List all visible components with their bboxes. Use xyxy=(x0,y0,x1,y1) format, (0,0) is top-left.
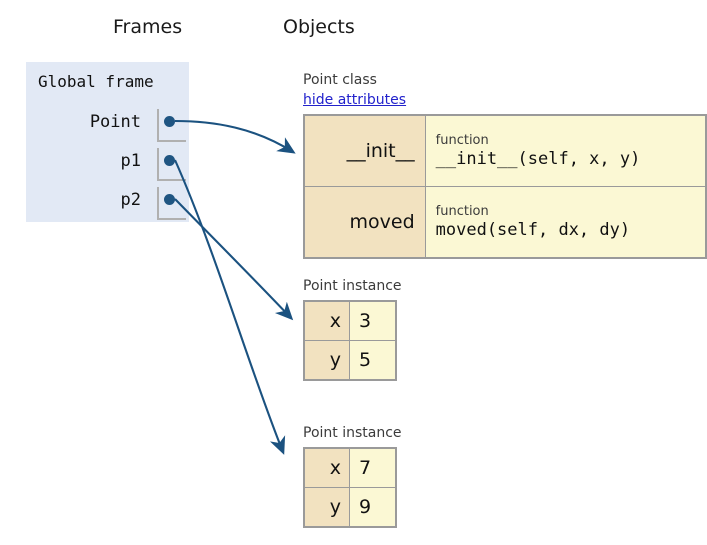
variable-name-p2: p2 xyxy=(120,190,141,210)
instance-attr-value-y: 9 xyxy=(349,487,396,527)
instance-attr-value-x: 3 xyxy=(349,301,396,341)
variable-slot-bracket-point xyxy=(157,109,186,142)
instance-attr-key-y: y xyxy=(304,487,350,527)
hide-attributes-link[interactable]: hide attributes xyxy=(303,92,407,108)
value-signature: moved(self, dx, dy) xyxy=(435,219,631,240)
instance-attr-value-y: 5 xyxy=(349,340,396,380)
point-instance-1-table: x 3 y 5 xyxy=(303,300,397,381)
point-class-table: __init__ function __init__(self, x, y) m… xyxy=(303,114,707,259)
value-type-label: function xyxy=(435,203,489,219)
arrow-point-to-class xyxy=(174,119,296,154)
value-signature: __init__(self, x, y) xyxy=(435,148,641,169)
variable-name-p1: p1 xyxy=(120,151,141,171)
instance-attr-key-x: x xyxy=(304,448,350,488)
variable-name-point: Point xyxy=(89,112,141,132)
scalar-value: 7 xyxy=(359,457,372,479)
point-instance-1-label: Point instance xyxy=(303,278,402,294)
table-row: __init__ function __init__(self, x, y) xyxy=(304,115,707,187)
variable-slot-bracket-p2 xyxy=(157,187,186,220)
value-type-label: function xyxy=(435,132,489,148)
global-frame: Global frame Point p1 p2 xyxy=(26,62,189,222)
class-attr-key-moved: moved xyxy=(304,186,426,258)
table-row: y 9 xyxy=(304,487,396,527)
global-frame-title: Global frame xyxy=(38,72,154,91)
point-instance-2-label: Point instance xyxy=(303,425,402,441)
pointer-dot-p2[interactable] xyxy=(164,194,175,205)
scalar-value: 3 xyxy=(359,310,372,332)
frame-variable-p2: p2 xyxy=(26,184,189,225)
objects-column-heading: Objects xyxy=(283,16,355,38)
instance-attr-value-x: 7 xyxy=(349,448,396,488)
variable-slot-bracket-p1 xyxy=(157,148,186,181)
frames-column-heading: Frames xyxy=(113,16,183,38)
pointer-dot-point[interactable] xyxy=(164,116,175,127)
pointer-dot-p1[interactable] xyxy=(164,155,175,166)
frame-variable-point: Point xyxy=(26,106,189,147)
instance-attr-key-y: y xyxy=(304,340,350,380)
table-row: x 3 xyxy=(304,301,396,341)
class-attr-key-init: __init__ xyxy=(304,115,426,187)
table-row: moved function moved(self, dx, dy) xyxy=(304,186,707,258)
frame-variable-p1: p1 xyxy=(26,145,189,186)
class-attr-value-init: function __init__(self, x, y) xyxy=(424,115,707,187)
arrow-p2-to-instance-1 xyxy=(174,198,294,321)
table-row: x 7 xyxy=(304,448,396,488)
point-instance-2-table: x 7 y 9 xyxy=(303,447,397,528)
instance-attr-key-x: x xyxy=(304,301,350,341)
scalar-value: 5 xyxy=(359,349,372,371)
table-row: y 5 xyxy=(304,340,396,380)
scalar-value: 9 xyxy=(359,496,372,518)
class-attr-value-moved: function moved(self, dx, dy) xyxy=(424,186,707,258)
arrow-p1-to-instance-2 xyxy=(174,159,286,455)
point-class-label: Point class xyxy=(303,72,377,88)
